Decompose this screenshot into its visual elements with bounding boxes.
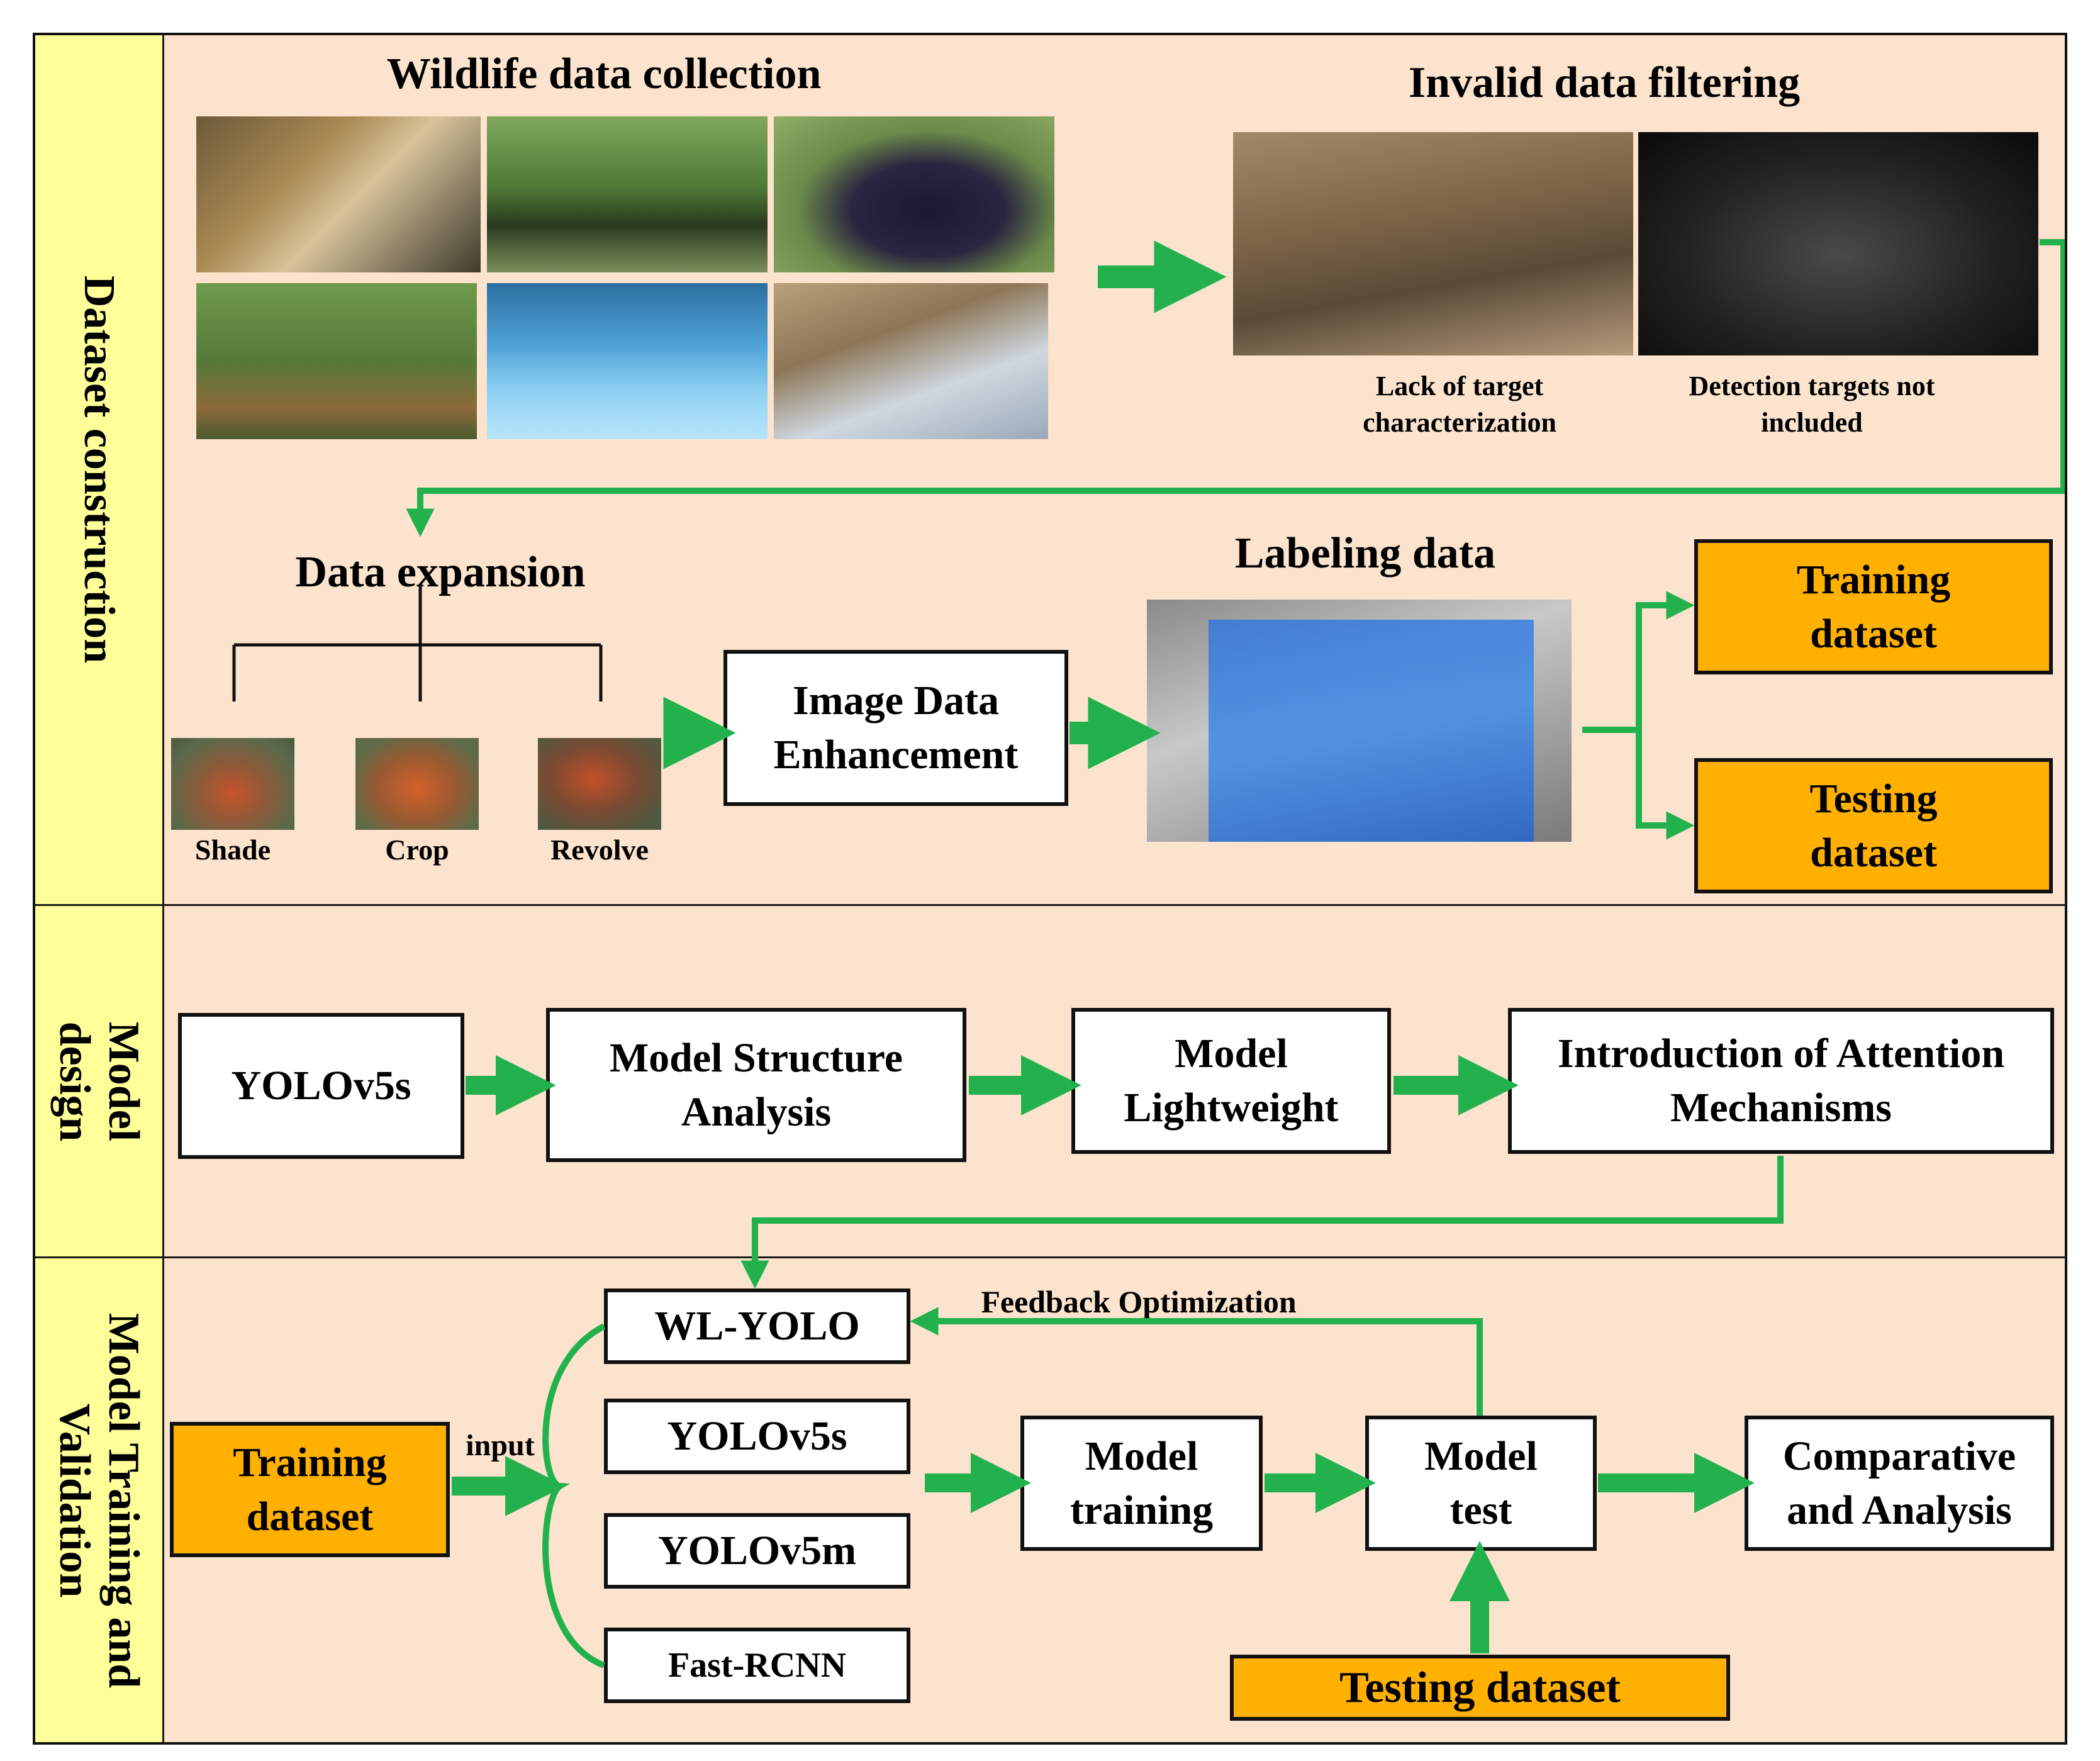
model-training-box: Model training [1020, 1416, 1263, 1551]
dataset-section-label: Dataset construction [74, 275, 123, 664]
black-bear-forest-photo [487, 116, 768, 272]
training-dataset-box-top: Training dataset [1694, 539, 2053, 674]
design-section-label: Model design [50, 1021, 148, 1141]
label-bounding-box [1209, 620, 1534, 842]
model-lightweight-box: Model Lightweight [1071, 1008, 1391, 1154]
filter-caption-1: Lack of target characterization [1363, 371, 1556, 438]
fox-photo [196, 283, 477, 439]
training-dataset-box-bottom: Training dataset [170, 1422, 450, 1557]
filter-title: Invalid data filtering [1408, 59, 1801, 107]
testing-dataset-box-bottom: Testing dataset [1230, 1655, 1730, 1721]
yolov5m-model-box: YOLOv5m [604, 1513, 910, 1589]
yolov5s-model-box: YOLOv5s [604, 1399, 910, 1474]
wl-yolo-box: WL-YOLO [604, 1289, 910, 1364]
design-side-label-cell: Model design [35, 906, 164, 1256]
fast-rcnn-box: Fast-RCNN [604, 1628, 910, 1703]
revolve-label: Revolve [550, 834, 649, 866]
expansion-title: Data expansion [295, 548, 586, 596]
filter-caption-2: Detection targets not included [1689, 371, 1935, 438]
testing-dataset-box-top: Testing dataset [1694, 758, 2053, 893]
labeling-photo [1147, 600, 1572, 842]
yolov5s-box: YOLOv5s [178, 1013, 464, 1159]
training-section-label: Model Training and Validation [50, 1312, 148, 1689]
comparative-analysis-box: Comparative and Analysis [1745, 1416, 2054, 1551]
revolve-photo [538, 738, 661, 830]
feedback-optimization-label: Feedback Optimization [981, 1284, 1297, 1319]
shade-label: Shade [194, 834, 271, 866]
snow-animal-photo [487, 283, 768, 439]
model-structure-analysis-box: Model Structure Analysis [546, 1008, 966, 1162]
model-test-box: Model test [1365, 1416, 1597, 1551]
input-label: input [466, 1429, 535, 1462]
labeling-title: Labeling data [1234, 529, 1496, 578]
attention-mechanisms-box: Introduction of Attention Mechanisms [1508, 1008, 2054, 1154]
crop-label: Crop [385, 834, 449, 866]
image-data-enhancement-box: Image Data Enhancement [723, 650, 1068, 806]
shade-photo [171, 738, 294, 830]
invalid-photo-no-target [1638, 132, 2038, 355]
invalid-photo-no-feature [1233, 132, 1633, 355]
collection-title: Wildlife data collection [386, 50, 822, 98]
dataset-side-label-cell: Dataset construction [35, 35, 164, 904]
leopard-photo [196, 116, 481, 272]
tiger-photo [774, 283, 1048, 439]
training-side-label-cell: Model Training and Validation [35, 1258, 164, 1743]
black-bear-closeup-photo [774, 116, 1054, 272]
crop-photo [355, 738, 479, 830]
